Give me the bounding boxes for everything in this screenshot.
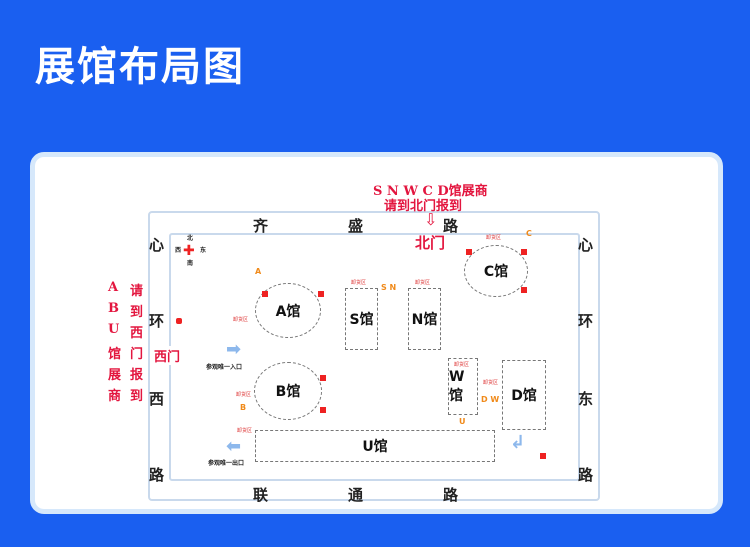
road-south-char: 通 — [348, 486, 364, 504]
unload-area-label: 卸货区 — [233, 317, 249, 323]
down-arrow-icon: ⇩ — [424, 210, 438, 229]
notice-char: U — [108, 322, 120, 337]
road-west-char: 路 — [149, 466, 165, 484]
road-east-char: 心 — [578, 236, 594, 254]
unload-area-label: 卸货区 — [483, 380, 499, 386]
notice-char: A — [108, 280, 119, 295]
unload-area-label: 卸货区 — [454, 362, 470, 368]
fire-exit-icon — [320, 407, 326, 413]
storage-zone-a: A — [255, 267, 262, 276]
hall-n[interactable]: N馆 — [408, 288, 441, 350]
fire-exit-icon — [262, 291, 268, 297]
exit-arrow-icon: ⬅ — [226, 436, 242, 457]
notice-char: 报 — [130, 368, 144, 383]
notice-char: 门 — [130, 347, 144, 362]
fire-exit-icon — [521, 287, 527, 293]
unload-area-label: 卸货区 — [236, 392, 252, 398]
hall-u[interactable]: U馆 — [255, 430, 495, 462]
compass-icon: ✚ — [183, 243, 195, 259]
road-north-char: 齐 — [253, 217, 269, 235]
page-title: 展馆布局图 — [35, 44, 245, 90]
notice-char: 到 — [130, 389, 144, 404]
notice-char: 商 — [108, 389, 122, 404]
fire-exit-icon — [521, 249, 527, 255]
north-notice-line2: 请到北门报到 — [384, 199, 463, 214]
notice-char: B — [108, 301, 119, 316]
storage-zone-b: B — [240, 403, 247, 412]
compass-east: 东 — [200, 247, 207, 254]
entrance-arrow-icon: ➡ — [226, 339, 242, 360]
fire-exit-icon — [466, 249, 472, 255]
road-west-char: 西 — [149, 390, 165, 408]
west-notice: A 请 B 到 U 西 馆 门 展 报 商 到 — [108, 280, 152, 404]
road-east-char: 环 — [578, 312, 594, 330]
compass-west: 西 — [175, 247, 182, 254]
fire-exit-icon — [320, 375, 326, 381]
compass-north: 北 — [187, 235, 194, 242]
storage-zone-u: U — [459, 417, 466, 426]
hall-d[interactable]: D馆 — [502, 360, 546, 430]
hall-s[interactable]: S馆 — [345, 288, 378, 350]
road-west-char: 心 — [149, 236, 165, 254]
notice-char: 西 — [130, 326, 144, 341]
road-west-char: 环 — [149, 312, 165, 330]
notice-char: 展 — [108, 368, 122, 383]
exit-label[interactable]: 参观唯一出口 — [208, 460, 245, 467]
north-gate-label: 北门 — [415, 234, 446, 252]
hall-w[interactable]: W馆 — [448, 358, 478, 415]
unload-area-label: 卸货区 — [351, 280, 367, 286]
unload-area-label: 卸货区 — [486, 235, 502, 241]
storage-zone-c: C — [526, 229, 532, 238]
fire-exit-icon — [318, 291, 324, 297]
storage-zone-sn: S N — [381, 283, 397, 292]
compass-south: 南 — [187, 260, 194, 267]
west-gate-label: 西门 — [154, 346, 181, 365]
notice-char: 馆 — [108, 347, 122, 362]
notice-char: 请 — [130, 284, 144, 299]
north-notice-line1: S N W C D馆展商 — [373, 184, 488, 199]
notice-char: 到 — [130, 305, 144, 320]
road-east-char: 路 — [578, 466, 594, 484]
unload-area-label: 卸货区 — [237, 428, 253, 434]
unload-area-label: 卸货区 — [415, 280, 431, 286]
road-north-char: 路 — [443, 217, 459, 235]
road-south-char: 路 — [443, 486, 459, 504]
road-east-char: 东 — [578, 390, 594, 408]
road-north-char: 盛 — [348, 217, 364, 235]
service-point-icon — [176, 318, 182, 324]
hall-c[interactable]: C馆 — [464, 245, 528, 297]
entrance-label[interactable]: 参观唯一入口 — [206, 364, 243, 371]
road-south-char: 联 — [253, 486, 269, 504]
hall-b[interactable]: B馆 — [254, 362, 322, 420]
outer-road-border — [148, 211, 600, 501]
fire-exit-icon — [540, 453, 546, 459]
return-arrow-icon: ↲ — [510, 432, 526, 453]
storage-zone-dw: D W — [481, 395, 500, 404]
